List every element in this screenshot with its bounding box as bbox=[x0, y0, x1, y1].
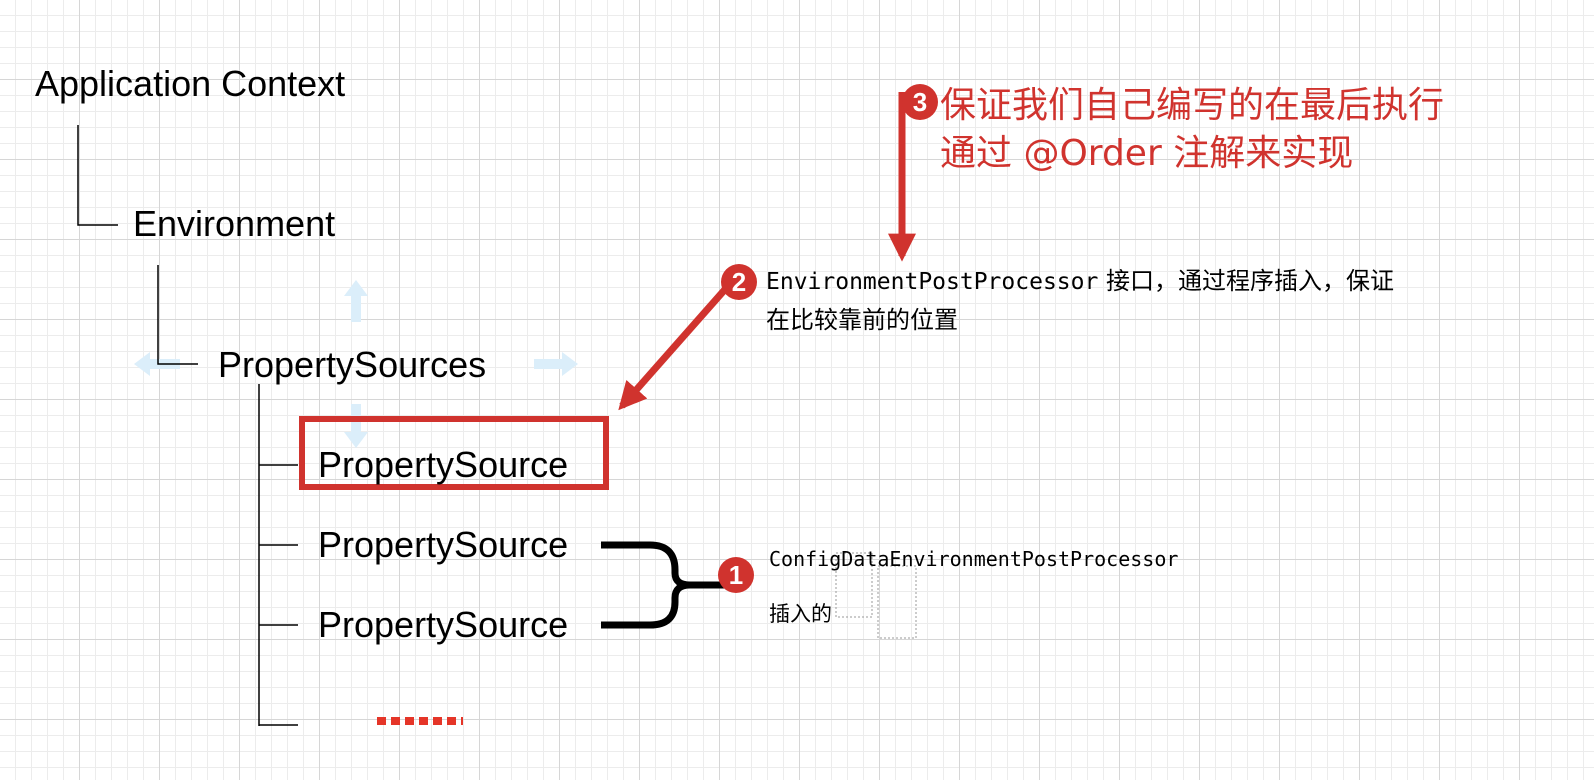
badge-3: 3 bbox=[902, 84, 938, 120]
environment-label[interactable]: Environment bbox=[133, 203, 336, 244]
note-2-class-name: EnvironmentPostProcessor bbox=[766, 269, 1099, 295]
note-3-line1: 保证我们自己编写的在最后执行 bbox=[940, 85, 1445, 126]
bracket-icon bbox=[601, 541, 738, 629]
note-2-line2: 在比较靠前的位置 bbox=[766, 306, 958, 334]
selection-marker bbox=[877, 565, 917, 639]
note-2[interactable]: EnvironmentPostProcessor 接口，通过程序插入，保证 在比… bbox=[766, 262, 1394, 339]
move-arrows-icon[interactable] bbox=[134, 280, 578, 448]
note-3-line2: 通过 @Order 注解来实现 bbox=[940, 133, 1354, 174]
note-3[interactable]: 保证我们自己编写的在最后执行 通过 @Order 注解来实现 bbox=[940, 82, 1444, 178]
highlight-box[interactable] bbox=[299, 416, 609, 490]
property-source-label[interactable]: PropertySource bbox=[318, 524, 569, 565]
property-source-label[interactable]: PropertySource bbox=[318, 604, 569, 645]
note-1-line2[interactable]: 插入的 bbox=[769, 602, 832, 626]
note-1-line1[interactable]: ConfigDataEnvironmentPostProcessor bbox=[769, 547, 1179, 571]
property-sources-label[interactable]: PropertySources bbox=[218, 344, 487, 385]
arrow-note2 bbox=[618, 283, 731, 411]
badge-2: 2 bbox=[721, 264, 757, 300]
note-2-line1-rest: 接口，通过程序插入，保证 bbox=[1098, 267, 1394, 295]
selection-marker bbox=[835, 552, 873, 618]
property-source-label[interactable]: PropertySource bbox=[318, 444, 569, 485]
application-context-label[interactable]: Application Context bbox=[35, 63, 346, 104]
tree-connectors bbox=[77, 125, 298, 726]
badge-1: 1 bbox=[718, 557, 754, 593]
